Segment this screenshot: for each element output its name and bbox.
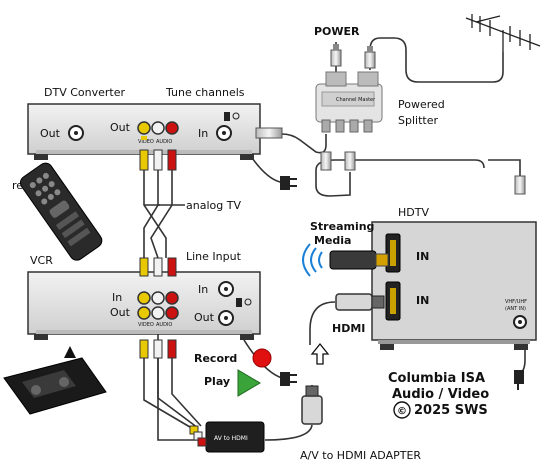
dtv-audio-left-jack [151, 121, 165, 135]
vcr-label: VCR [30, 254, 53, 267]
vcr-rf-out-label: Out [194, 311, 215, 324]
vcr-output-plugs [139, 339, 177, 359]
vcr-switch-icon [236, 298, 242, 307]
antenna-coax-plug [364, 46, 376, 69]
dtv-video-jack [137, 121, 151, 135]
vhf-uhf-label-line1: VHF/UHF [505, 299, 527, 305]
hdmi-cable-plug [335, 293, 385, 311]
wifi-signal-icon [302, 243, 323, 277]
vcr-video-label: VIDEO [138, 322, 154, 328]
hdmi-label: HDMI [332, 322, 365, 335]
adapter-box-text: AV to HDMI [214, 435, 248, 442]
credit-line1: Columbia ISA [388, 371, 485, 386]
adapter-label: A/V to HDMI ADAPTER [300, 449, 421, 462]
vcr-rf-in-label: In [198, 283, 208, 296]
analog-tv-label: analog TV [186, 199, 241, 212]
streaming-label-line2: Media [314, 234, 351, 247]
splitter-output-plugs [320, 151, 526, 195]
streaming-media-stick [329, 250, 389, 270]
hdtv-in2-label: IN [416, 294, 429, 307]
vhf-uhf-label-line2: (ANT IN) [505, 306, 526, 312]
dtv-audio-right-jack [165, 121, 179, 135]
vcr-audio-left-in-jack [151, 291, 165, 305]
antenna-icon [465, 14, 541, 52]
hdtv-label: HDTV [398, 206, 429, 219]
dtv-rca-plugs [139, 136, 177, 171]
power-plug-icon [330, 44, 342, 67]
dtv-video-label: VIDEO [138, 139, 154, 145]
hdtv-power-plug-icon [514, 370, 524, 390]
dtv-in-label: In [198, 127, 208, 140]
record-label: Record [194, 352, 237, 365]
copyright-icon [393, 401, 411, 419]
powered-splitter-label-line2: Splitter [398, 114, 438, 127]
credit-line3: 2025 SWS [414, 403, 488, 418]
vcr-line-input-plugs [139, 257, 177, 277]
adapter-hdmi-plug [301, 385, 323, 425]
splitter-brand-text: Channel Master [336, 97, 376, 103]
play-icon [237, 369, 261, 397]
dtv-av-out-label: Out [110, 121, 131, 134]
vhs-tape-icon [3, 357, 107, 415]
powered-splitter: Channel Master [315, 71, 383, 133]
dtv-audio-label: AUDIO [156, 139, 172, 145]
record-icon [252, 348, 272, 368]
powered-splitter-label-line1: Powered [398, 98, 445, 111]
streaming-label-line1: Streaming [310, 220, 374, 233]
vcr-audio-left-out-jack [151, 306, 165, 320]
tune-channels-label: Tune channels [165, 86, 245, 99]
dtv-converter-label: DTV Converter [44, 86, 125, 99]
dtv-coax-plug [255, 127, 283, 139]
up-arrow-icon [310, 342, 330, 365]
dtv-out-label: Out [40, 127, 61, 140]
vcr-power-plug-icon [280, 372, 297, 386]
remote-control-icon [19, 162, 103, 261]
insert-tape-arrow-icon [64, 346, 76, 358]
vcr-audio-right-out-jack [165, 306, 179, 320]
vcr-audio-right-in-jack [165, 291, 179, 305]
line-input-label: Line Input [186, 250, 242, 263]
copyright-symbol: © [397, 406, 407, 417]
credit-line2: Audio / Video [392, 387, 489, 402]
power-label: POWER [314, 25, 360, 38]
vcr-out-label: Out [110, 306, 131, 319]
play-label: Play [204, 375, 230, 388]
av-to-hdmi-adapter: AV to HDMI [189, 421, 265, 453]
vcr-video-in-jack [137, 291, 151, 305]
vcr-audio-label: AUDIO [156, 322, 172, 328]
dtv-switch-icon [224, 112, 230, 121]
hdtv-in1-label: IN [416, 250, 429, 263]
vcr-in-label: In [112, 291, 122, 304]
dtv-power-plug-icon [280, 176, 297, 190]
vcr-video-out-jack [137, 306, 151, 320]
